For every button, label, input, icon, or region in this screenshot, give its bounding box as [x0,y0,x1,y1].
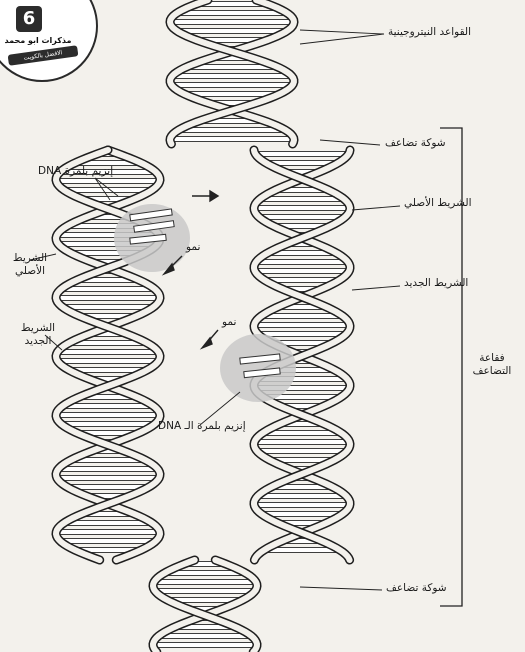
label-new-strand-right: الشريط الجديد [404,277,468,290]
badge-ribbon: الافضل بالكويت [8,45,79,66]
label-replication-fork-bottom: شوكة تضاعف [386,582,447,595]
daughter-helix-right-base-pair [260,449,344,454]
daughter-helix-right-base-pair [257,440,346,445]
parent-helix-top-base-pair [187,92,276,97]
label-dna-polymerase-lower: إنزيم بلمرة الـ DNA [158,420,246,433]
label-new-strand-left: الشريط الجديد [14,322,62,348]
daughter-helix-right-base-pair [266,431,339,436]
daughter-helix-right-base-pair [264,314,340,319]
daughter-helix-left-base-pair [59,413,157,418]
dna-polymerase-enzyme-lower [220,334,296,402]
daughter-helix-right-base-pair [258,269,346,274]
daughter-helix-right-base-pair [261,332,343,337]
daughter-helix-left-base-pair [64,287,152,292]
label-replication-bubble: فقاعة التضاعف [464,352,520,378]
parent-helix-top-base-pair [182,128,283,133]
daughter-helix-right-base-pair [259,260,345,265]
daughter-helix-left-base-pair [70,485,146,490]
badge-number: 6 [16,6,42,32]
parent-helix-top-base-pair [173,20,291,25]
daughter-helix-left-base-pair [63,539,153,544]
daughter-helix-right-base-pair [267,548,337,553]
parent-helix-top-base-pair [175,74,289,79]
parent-helix-top-base-pair [180,29,284,34]
daughter-helix-left-base-pair [67,521,149,526]
parent-helix-bottom-base-pair [162,634,249,639]
daughter-helix-left-base-pair [64,422,152,427]
label-growth-lower: نمو [222,316,236,329]
daughter-helix-right-base-pair [257,323,347,328]
daughter-helix-left-base-pair [60,359,155,364]
daughter-helix-right-base-pair [264,512,339,517]
badge-name: مذكرات ابو محمد [2,36,74,45]
daughter-helix-left-base-pair [61,467,155,472]
daughter-helix-left-base-pair [59,296,157,301]
daughter-helix-left-base-pair [60,476,156,481]
daughter-helix-left-base-pair [60,350,155,355]
parent-helix-top-base-pair [174,83,289,88]
daughter-helix-left-base-pair [66,305,151,310]
parent-helix-bottom-base-pair [156,643,254,648]
daughter-helix-left-base-pair [66,404,151,409]
label-growth-upper: نمو [186,241,200,254]
daughter-helix-right-base-pair [257,206,347,211]
label-original-strand-left: الشريط الأصلي [6,252,54,278]
daughter-helix-right-base-pair [263,197,341,202]
parent-helix-top-base-pair [180,11,284,16]
daughter-helix-left-base-pair [59,530,157,535]
daughter-helix-right-base-pair [257,503,347,508]
daughter-helix-right-base-pair [267,278,336,283]
parent-helix-bottom-base-pair [157,580,253,585]
label-dna-polymerase-upper: إنزيم بلمرة DNA [38,165,113,178]
daughter-helix-right-base-pair [258,152,345,157]
parent-helix-bottom-base-pair [158,589,252,594]
daughter-helix-right-base-pair [261,494,344,499]
daughter-helix-left-base-pair [59,179,157,184]
label-original-strand-right: الشريط الأصلي [404,197,472,210]
label-nitrogen-bases: القواعد النيتروجينية [388,26,471,39]
parent-helix-top-base-pair [173,137,291,142]
label-replication-fork-top: شوكة تضاعف [385,137,446,150]
daughter-helix-right-base-pair [262,215,342,220]
parent-helix-bottom-base-pair [168,571,243,576]
